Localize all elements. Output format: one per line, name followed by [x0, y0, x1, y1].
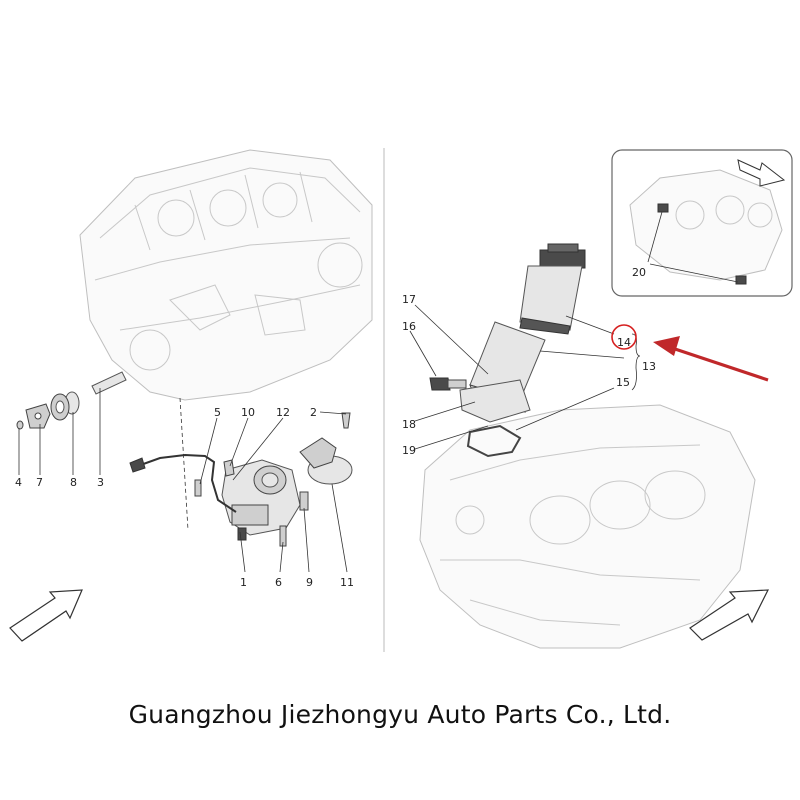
part-flange	[25, 403, 51, 429]
orientation-arrow-icon	[9, 589, 83, 642]
inset-detail: 20	[611, 149, 793, 297]
callout-13: 13	[642, 360, 656, 373]
callout-2: 2	[310, 406, 317, 419]
callout-17: 17	[402, 293, 416, 306]
part-fitting-10	[223, 459, 235, 477]
part-pump-assembly	[221, 459, 301, 541]
callout-9: 9	[306, 576, 313, 589]
part-bearing	[50, 391, 80, 421]
filter-cap	[539, 249, 586, 269]
highlight-arrow-icon	[653, 336, 769, 382]
part-ring	[16, 420, 24, 430]
callout-8: 8	[70, 476, 77, 489]
callout-10: 10	[241, 406, 255, 419]
callout-5: 5	[214, 406, 221, 419]
callout-3: 3	[97, 476, 104, 489]
callout-15: 15	[616, 376, 630, 389]
part-sensor-plug	[129, 457, 146, 473]
part-sensor-wire	[134, 453, 237, 513]
callout-7: 7	[36, 476, 43, 489]
callout-4: 4	[15, 476, 22, 489]
part-bolt-6	[279, 525, 287, 547]
callout-19: 19	[402, 444, 416, 457]
right-engine-block	[419, 404, 756, 649]
callout-16: 16	[402, 320, 416, 333]
part-bolt-5	[194, 479, 202, 497]
part-bolt-2	[341, 412, 351, 429]
part-cap	[299, 437, 353, 485]
callout-6: 6	[275, 576, 282, 589]
company-name: Guangzhou Jiezhongyu Auto Parts Co., Ltd…	[128, 700, 672, 729]
orientation-arrow-icon-right	[689, 589, 769, 641]
callout-18: 18	[402, 418, 416, 431]
right-leader-lines	[409, 304, 641, 450]
assembly-guide-line	[179, 397, 189, 531]
callout-11: 11	[340, 576, 354, 589]
part-oil-filter	[429, 243, 586, 458]
callout-12: 12	[276, 406, 290, 419]
callout-14: 14	[617, 336, 631, 349]
highlight-circle	[611, 324, 637, 350]
part-sleeve	[91, 371, 127, 395]
left-leader-lines	[18, 388, 348, 573]
callout-20: 20	[632, 266, 646, 279]
left-engine-block	[79, 149, 373, 401]
inset-orientation-arrow-icon	[737, 159, 786, 187]
left-callouts: 1 2 3 4 5 6 7 8 9 10 11 12	[15, 406, 354, 589]
right-callouts: 13 14 15 16 17 18 19	[402, 293, 656, 457]
callout-1: 1	[240, 576, 247, 589]
part-sleeve-9	[299, 491, 309, 511]
